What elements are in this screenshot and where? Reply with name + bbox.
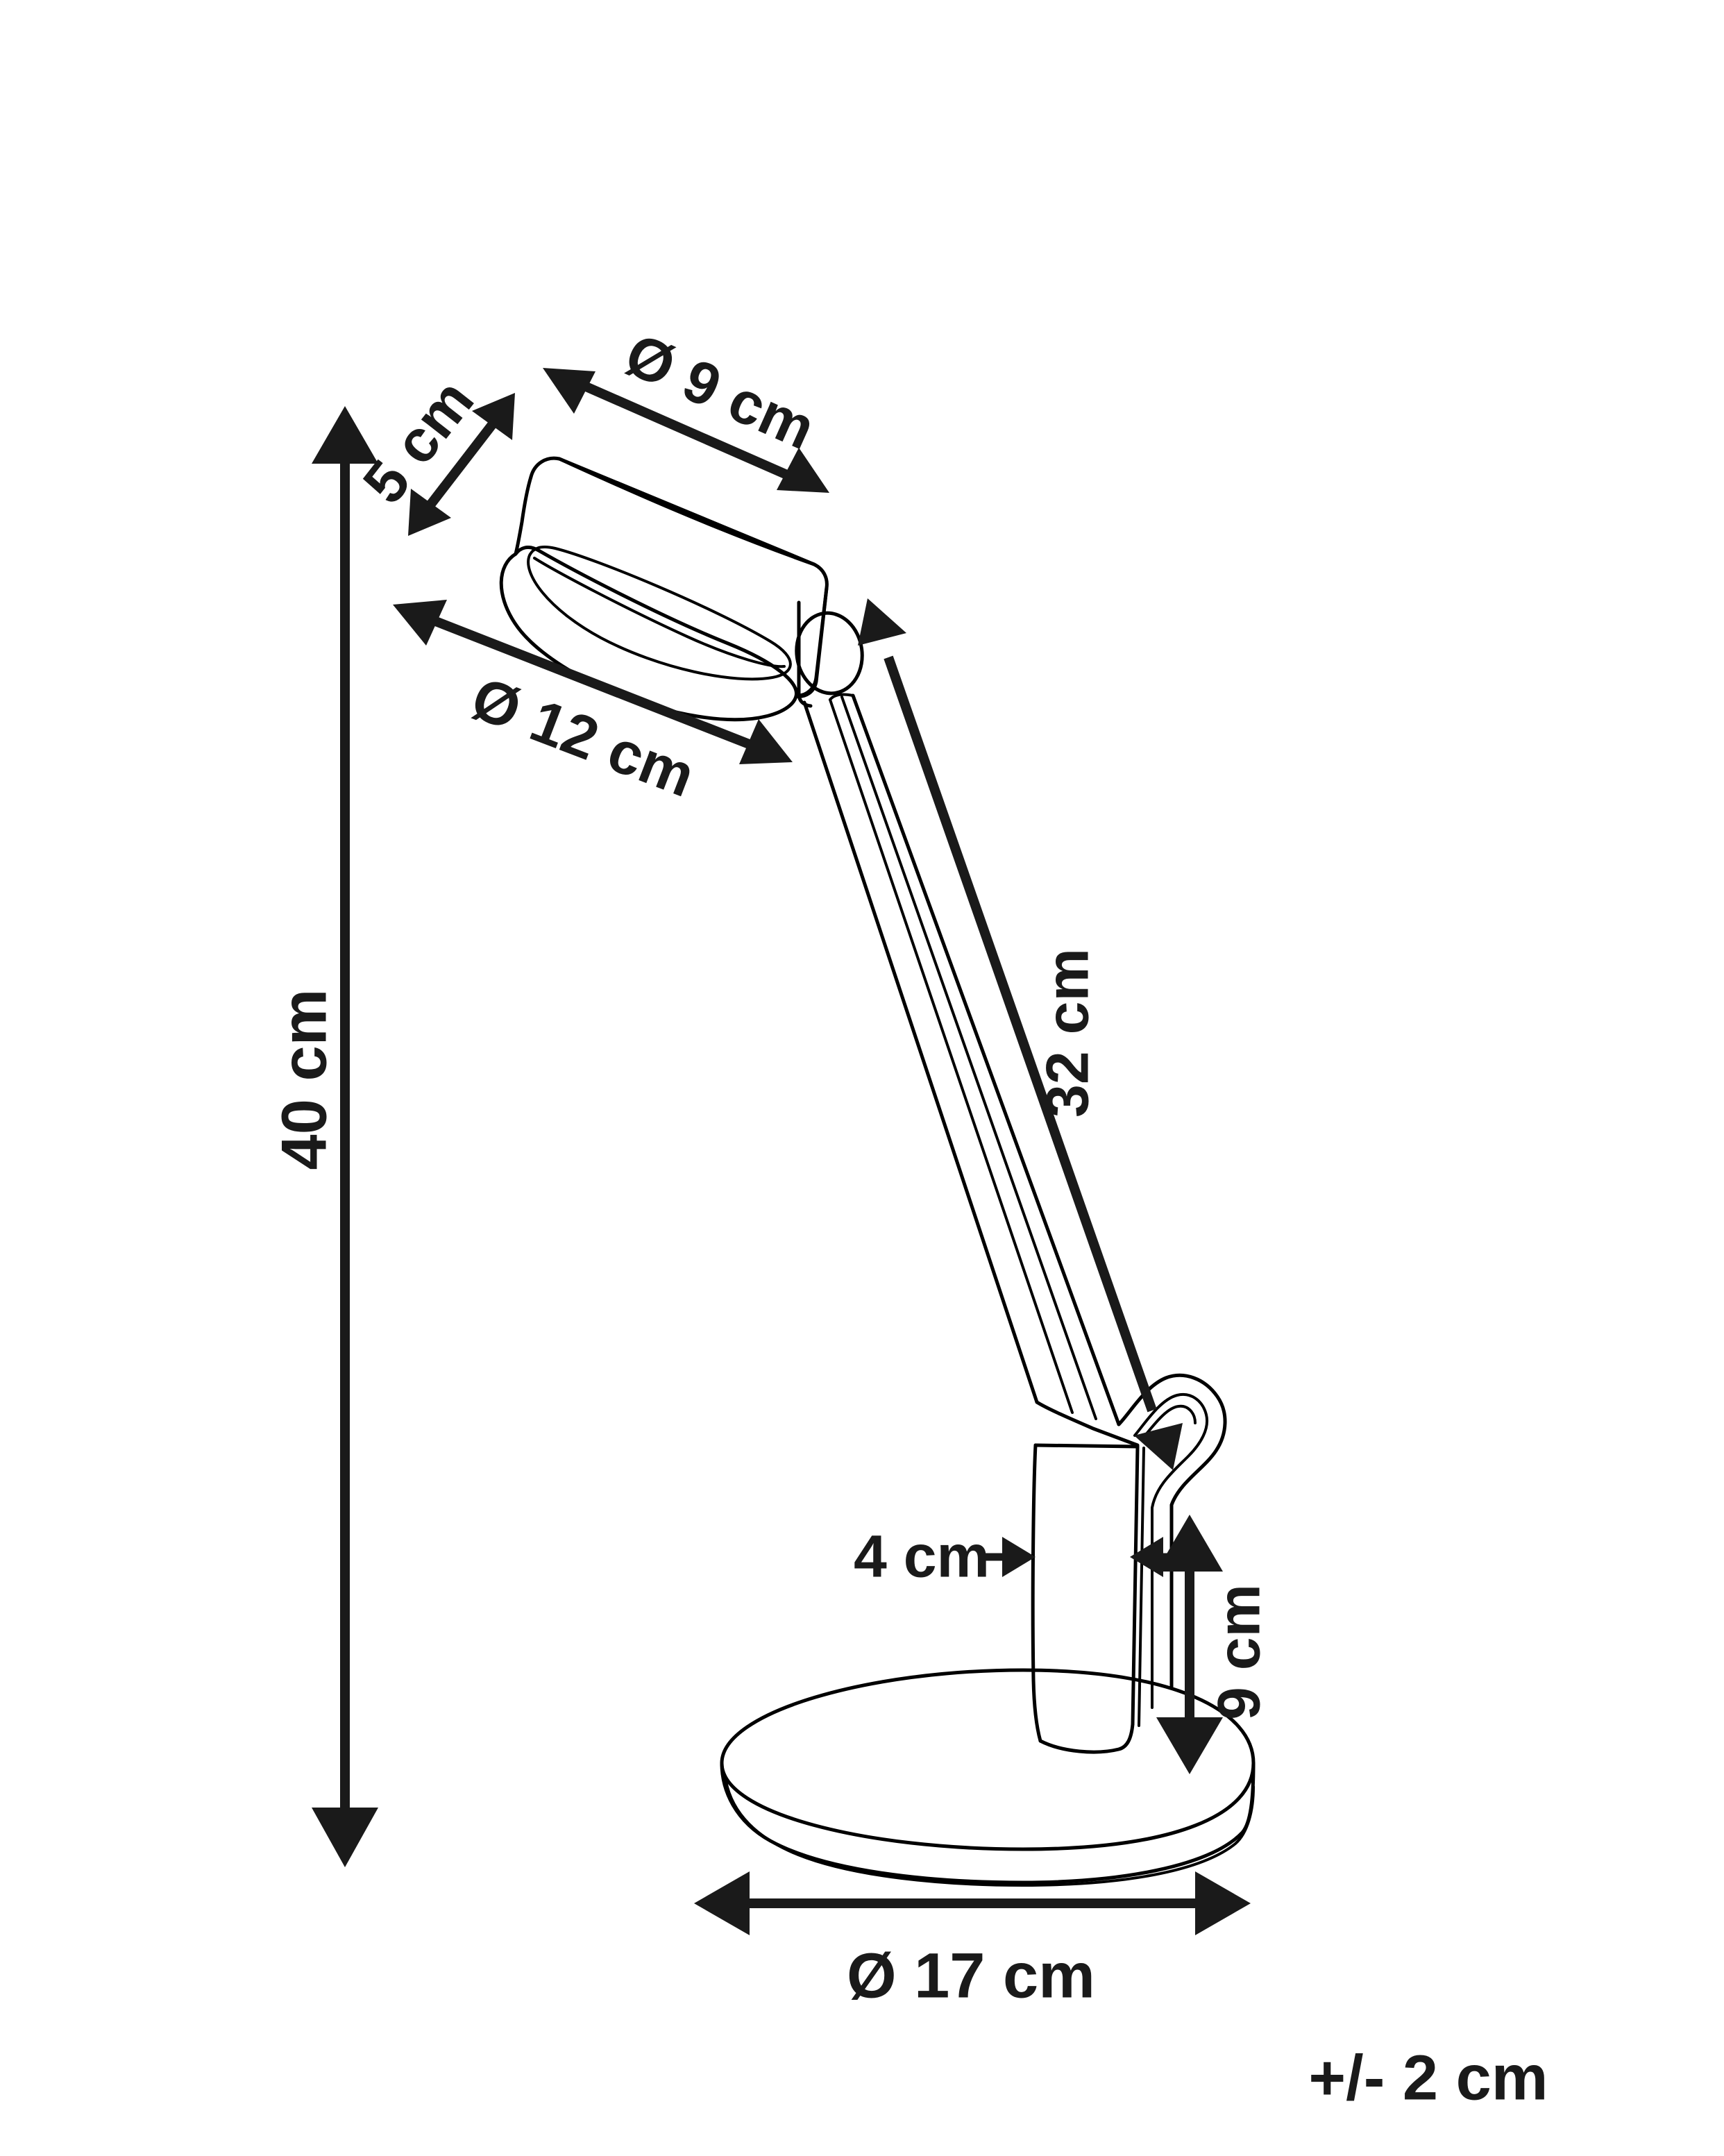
dim-label-arm-length: 32 cm (1035, 948, 1101, 1118)
dim-arrowhead-left-12cm (393, 600, 447, 646)
hinge-knob (795, 611, 864, 696)
lamp-illustration (499, 456, 1256, 1887)
base-bottom-edge (725, 1780, 1255, 1887)
dim-arrowhead-down-5cm (408, 489, 451, 536)
dim-arrow-line-12cm (425, 613, 760, 752)
shade-inner-highlight (533, 557, 786, 668)
dimension-shade-top-diameter: Ø 9 cm (543, 321, 829, 493)
post-bottom-face (1038, 1722, 1135, 1754)
dim-arrowhead-up-32cm (858, 598, 906, 646)
dim-arrowhead-up-40cm (312, 406, 378, 464)
dimension-total-height: 40 cm (269, 406, 378, 1867)
tolerance-note: +/- 2 cm (1308, 2042, 1548, 2113)
dim-arrow-line-9cm (570, 376, 802, 485)
knuckle-front-face (1035, 1400, 1140, 1447)
dim-arrow-line-32cm (884, 655, 1157, 1413)
dim-label-total-height: 40 cm (269, 989, 339, 1170)
dimension-post-height: 9 cm (1156, 1515, 1273, 1774)
post-left-edge (1031, 1443, 1042, 1743)
dimension-arm-length: 32 cm (858, 598, 1183, 1470)
arm-base-knuckle (1035, 1373, 1227, 1709)
dimension-post-width: 4 cm (854, 1524, 1188, 1590)
shade-body-outline (529, 456, 829, 698)
dimension-base-diameter: Ø 17 cm (694, 1871, 1251, 2011)
arm-inner-edge-2 (840, 696, 1097, 1420)
dim-arrowhead-up-9cm-post (1156, 1515, 1223, 1572)
arm-top-cap (829, 693, 854, 701)
shade-right-side (794, 586, 829, 698)
dim-arrowhead-up-5cm (472, 393, 515, 440)
dim-label-shade-bottom-diameter: Ø 12 cm (463, 664, 704, 810)
lamp-base (720, 1668, 1256, 1887)
arm-left-edge (802, 700, 1039, 1404)
dim-arrow-line-5cm (425, 419, 498, 510)
base-top-ellipse (720, 1668, 1256, 1851)
arm-inner-edge-1 (829, 698, 1074, 1414)
dim-arrowhead-down-9cm-post (1156, 1717, 1223, 1774)
shade-outer-rim (499, 546, 798, 722)
dim-arrowhead-left-9cm (543, 368, 595, 414)
lamp-post (1031, 1443, 1145, 1754)
dim-arrowhead-left-17cm (694, 1871, 750, 1935)
shade-top-edge (557, 457, 816, 566)
knuckle-outer (1117, 1373, 1227, 1689)
lamp-arm (802, 693, 1121, 1426)
dim-arrowhead-right-9cm (777, 448, 829, 493)
dimension-shade-bottom-diameter: Ø 12 cm (393, 600, 793, 810)
dim-arrowhead-left-4cm (1130, 1537, 1163, 1577)
dim-label-post-width: 4 cm (854, 1524, 990, 1590)
shade-left-side (514, 475, 533, 556)
post-right-edge (1131, 1445, 1140, 1726)
dim-label-base-diameter: Ø 17 cm (847, 1940, 1095, 2011)
dimension-shade-height: 5 cm (350, 367, 515, 536)
hinge-bracket (797, 600, 813, 708)
dim-arrowhead-down-32cm (1134, 1423, 1183, 1470)
lamp-shade (499, 456, 829, 722)
dim-arrowhead-right-17cm (1195, 1871, 1251, 1935)
dim-arrowhead-right-12cm (739, 719, 793, 764)
shade-inner-rim (527, 546, 792, 681)
knuckle-inner-2 (1140, 1404, 1197, 1441)
arm-right-edge (851, 693, 1121, 1426)
dim-arrowhead-down-40cm (312, 1808, 378, 1867)
post-top-face (1033, 1443, 1140, 1449)
dim-arrowhead-right-4cm (1002, 1537, 1036, 1577)
dim-label-post-height: 9 cm (1206, 1584, 1273, 1720)
dim-label-shade-height: 5 cm (350, 367, 487, 516)
lamp-hinge-joint (795, 600, 864, 708)
post-edge-highlight (1138, 1447, 1145, 1727)
knuckle-inner (1133, 1392, 1209, 1709)
